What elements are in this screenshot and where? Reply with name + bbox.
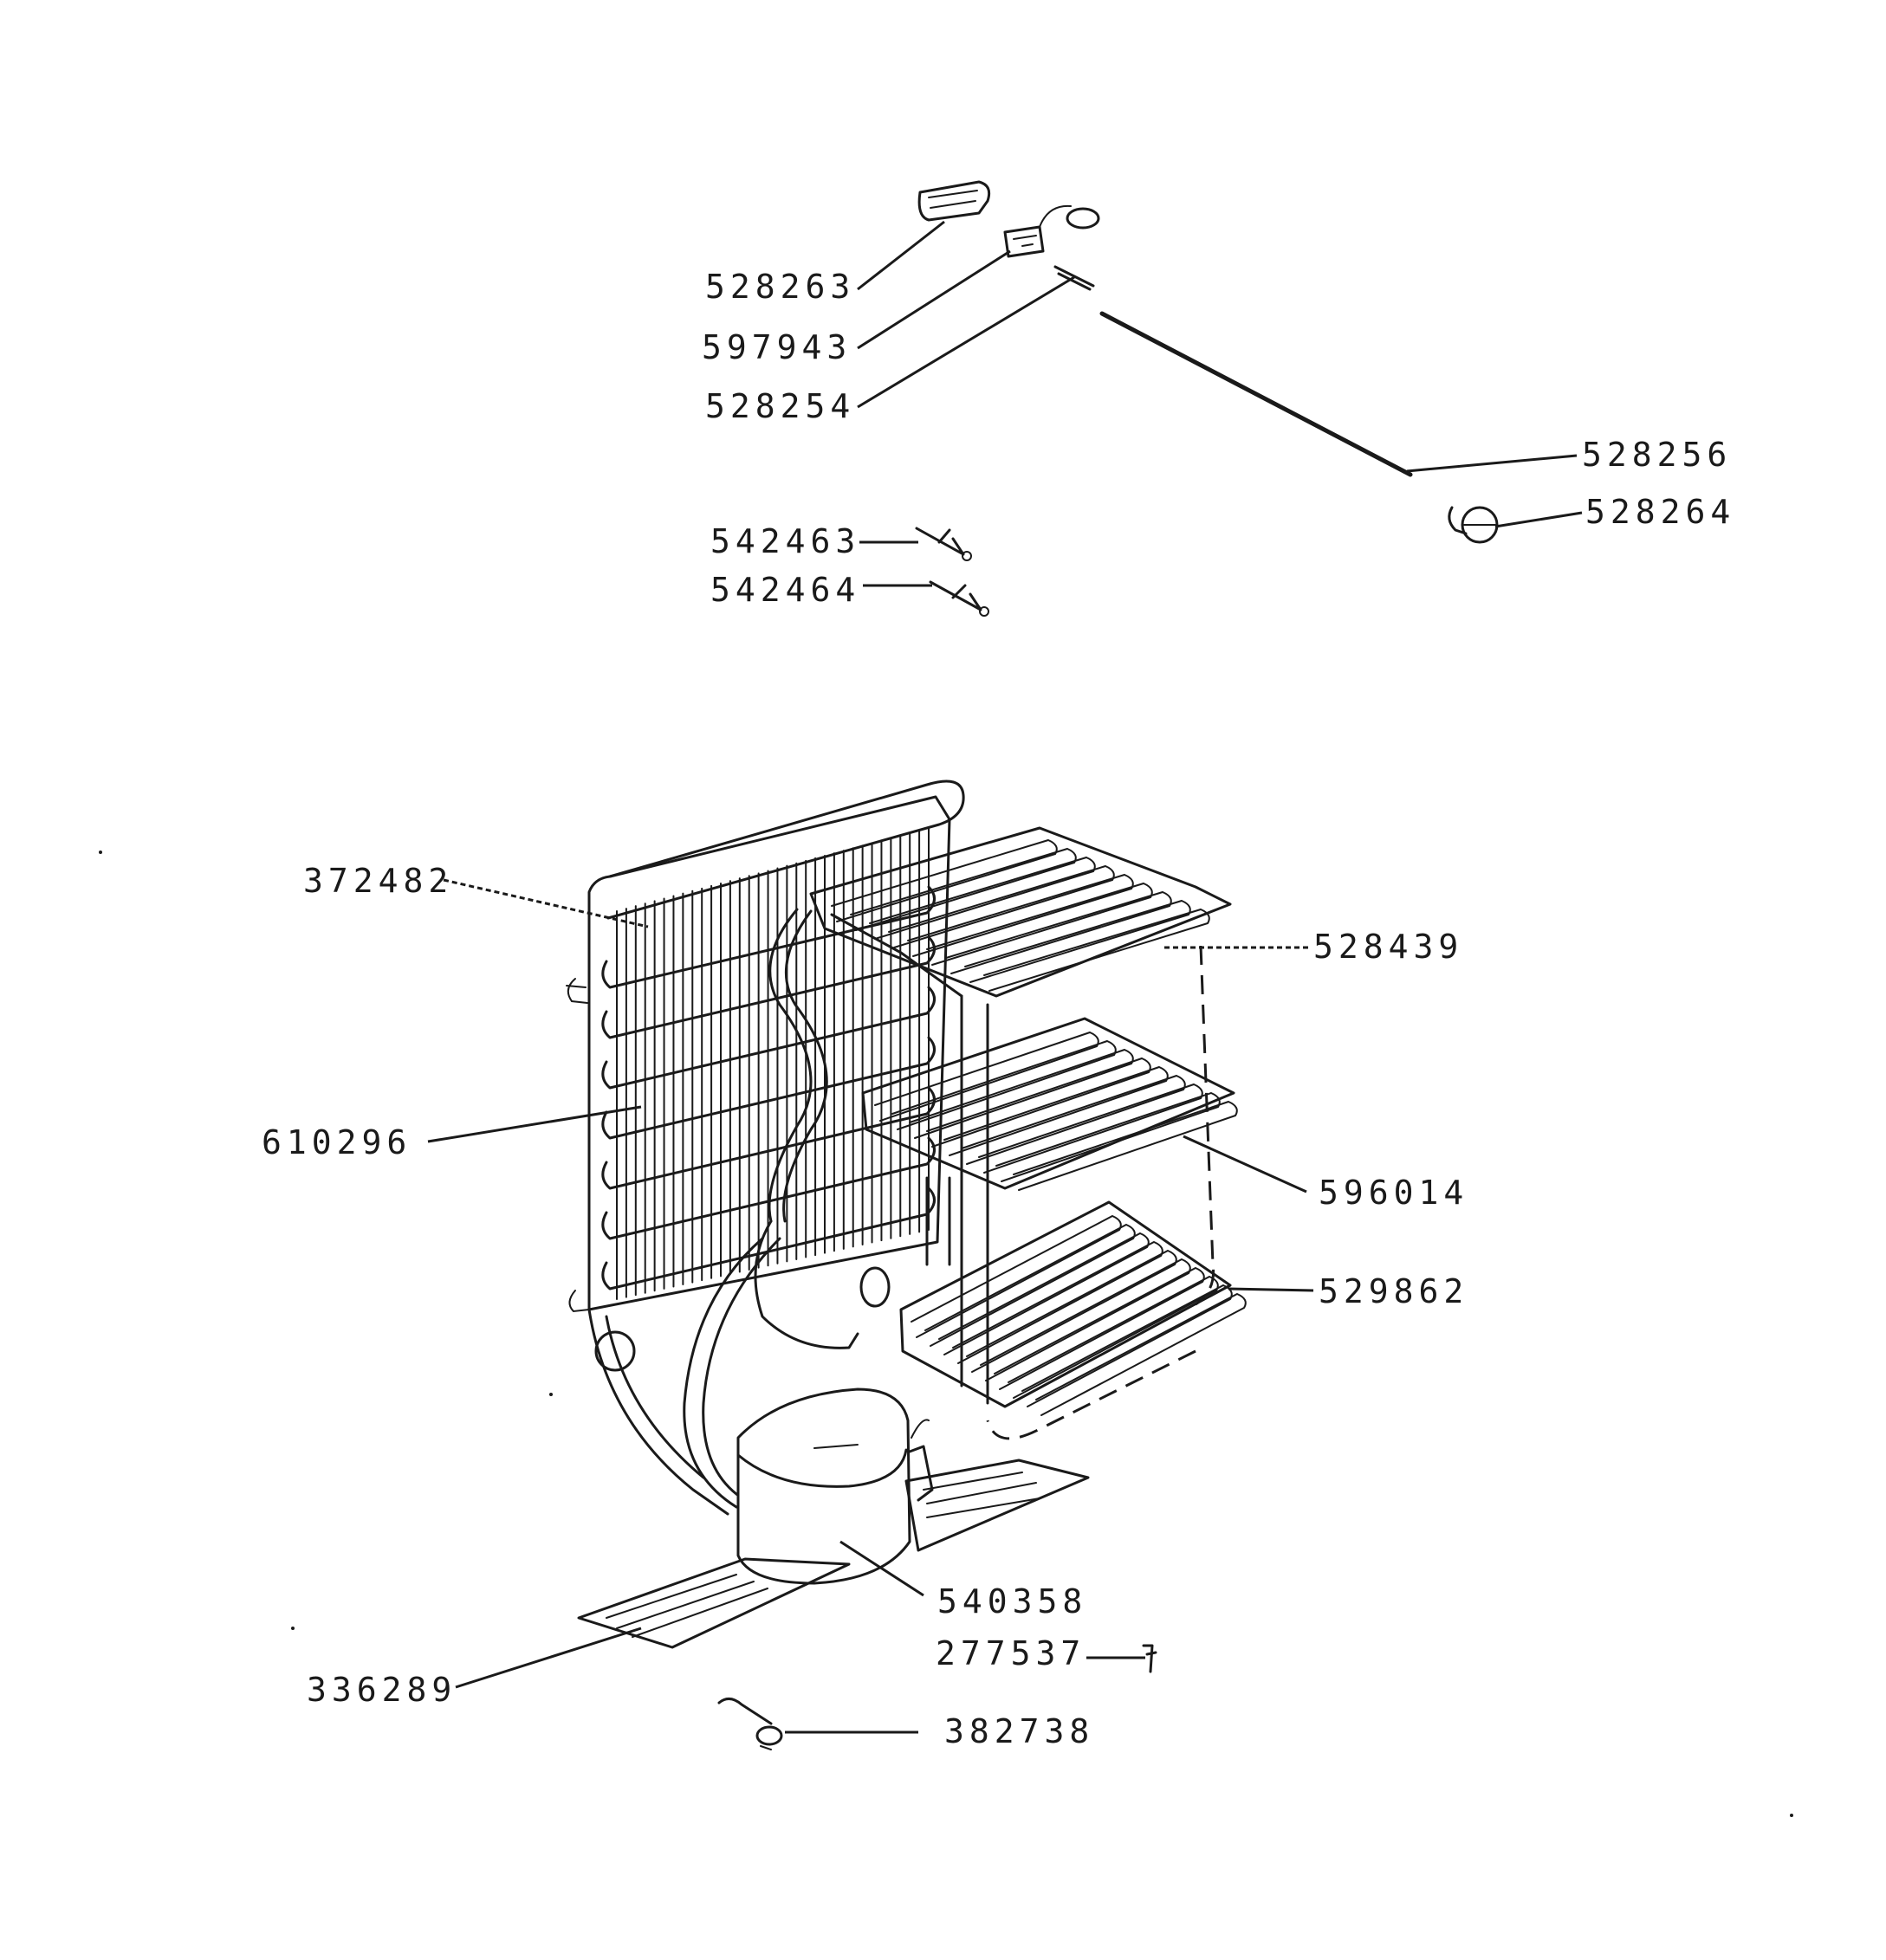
evaporator-coil-loop xyxy=(980,1258,1191,1381)
clip-pin-part-2 xyxy=(929,580,989,617)
connector-part xyxy=(717,1698,783,1750)
label-596014: 596014 xyxy=(1319,1174,1468,1212)
condenser-coil-loop xyxy=(601,986,936,1090)
leader-lines xyxy=(427,220,1583,1734)
label-597943: 597943 xyxy=(702,328,852,366)
scan-specks xyxy=(99,851,1793,1817)
label-277537: 277537 xyxy=(936,1634,1086,1672)
label-528263: 528263 xyxy=(705,268,855,306)
compressor xyxy=(736,1388,934,1585)
evaporator-coil-loop xyxy=(994,1266,1205,1390)
label-528264: 528264 xyxy=(1585,493,1735,531)
evaporator-coil-loop xyxy=(874,1031,1099,1122)
clip-pin-part-1 xyxy=(915,527,972,561)
base-plate-left xyxy=(577,1557,851,1649)
condenser-coil-loop xyxy=(601,885,936,989)
evaporator-shelf-top xyxy=(809,826,1232,998)
condenser-coil-loop xyxy=(601,935,936,1039)
leader-597943 xyxy=(857,249,1011,350)
refrigerant-tubing xyxy=(587,908,951,1516)
sensor-clip-part xyxy=(1053,265,1095,291)
evaporator-shelf-bottom xyxy=(899,1200,1247,1416)
evaporator-coil-loop xyxy=(1021,1284,1233,1407)
evaporator-coil-loop xyxy=(983,908,1210,992)
condenser-coil-loop xyxy=(601,1086,936,1190)
evaporator-coil-loop xyxy=(1035,1292,1247,1416)
leader-372482 xyxy=(443,878,649,928)
thermostat-knob-part xyxy=(917,180,991,222)
evaporator-coil-loop xyxy=(978,1083,1203,1174)
leader-528263 xyxy=(857,220,945,291)
evaporator-coil-loop xyxy=(909,1048,1134,1139)
evaporator-coil-loop xyxy=(1008,1275,1219,1399)
evaporator-coil-loop xyxy=(952,1240,1163,1364)
leader-528264 xyxy=(1494,511,1583,528)
label-382738: 382738 xyxy=(944,1712,1094,1750)
capillary-rod-part xyxy=(1099,311,1413,477)
label-542464: 542464 xyxy=(710,571,860,609)
evaporator-coil-loop xyxy=(966,1249,1177,1373)
lamp-holder-part xyxy=(1448,506,1499,544)
evaporator-coil-loop xyxy=(831,838,1058,922)
evaporator-coil-loop xyxy=(961,1074,1186,1165)
label-542463: 542463 xyxy=(710,522,860,560)
label-529862: 529862 xyxy=(1319,1272,1468,1310)
label-540358: 540358 xyxy=(937,1582,1087,1620)
label-528254: 528254 xyxy=(705,387,855,425)
evaporator-coil-loop xyxy=(964,899,1191,983)
evaporator-coil-loop xyxy=(850,847,1077,931)
evaporator-coil-loop xyxy=(888,864,1115,948)
leader-610296 xyxy=(427,1105,642,1143)
evaporator-frame xyxy=(830,913,1215,1440)
evaporator-coil-loop xyxy=(907,873,1134,957)
evaporator-coil-loop xyxy=(911,1214,1122,1338)
label-528439: 528439 xyxy=(1313,928,1463,966)
leader-528254 xyxy=(857,275,1075,409)
evaporator-shelf-middle xyxy=(861,1017,1238,1191)
label-610296: 610296 xyxy=(262,1123,412,1161)
evaporator-coil-loop xyxy=(926,882,1153,966)
condenser-coil-loop xyxy=(601,1036,936,1140)
label-372482: 372482 xyxy=(303,862,453,900)
evaporator-coil-loop xyxy=(938,1232,1150,1355)
evaporator-coil-loop xyxy=(924,1223,1136,1347)
evaporator-coil-loop xyxy=(995,1091,1221,1182)
thermostat-part xyxy=(1003,204,1100,258)
label-336289: 336289 xyxy=(307,1671,457,1709)
evaporator-coil-loop xyxy=(1013,1100,1238,1191)
leader-529862 xyxy=(1228,1287,1314,1292)
evaporator-coil-loop xyxy=(926,1057,1151,1148)
leader-540358 xyxy=(839,1540,924,1597)
evaporator-coil-loop xyxy=(943,1065,1169,1156)
label-528256: 528256 xyxy=(1582,436,1732,474)
evaporator-coil-loop xyxy=(869,856,1096,940)
evaporator-coil-loop xyxy=(891,1039,1117,1130)
leader-596014 xyxy=(1183,1135,1307,1193)
evaporator-coil-loop xyxy=(945,890,1172,974)
part-labels: 528263 597943 528254 528256 528264 54246… xyxy=(262,268,1735,1750)
leader-528256 xyxy=(1406,454,1578,473)
leader-336289 xyxy=(455,1627,642,1689)
base-plate-right xyxy=(904,1459,1090,1552)
grommet-part xyxy=(1142,1644,1157,1673)
